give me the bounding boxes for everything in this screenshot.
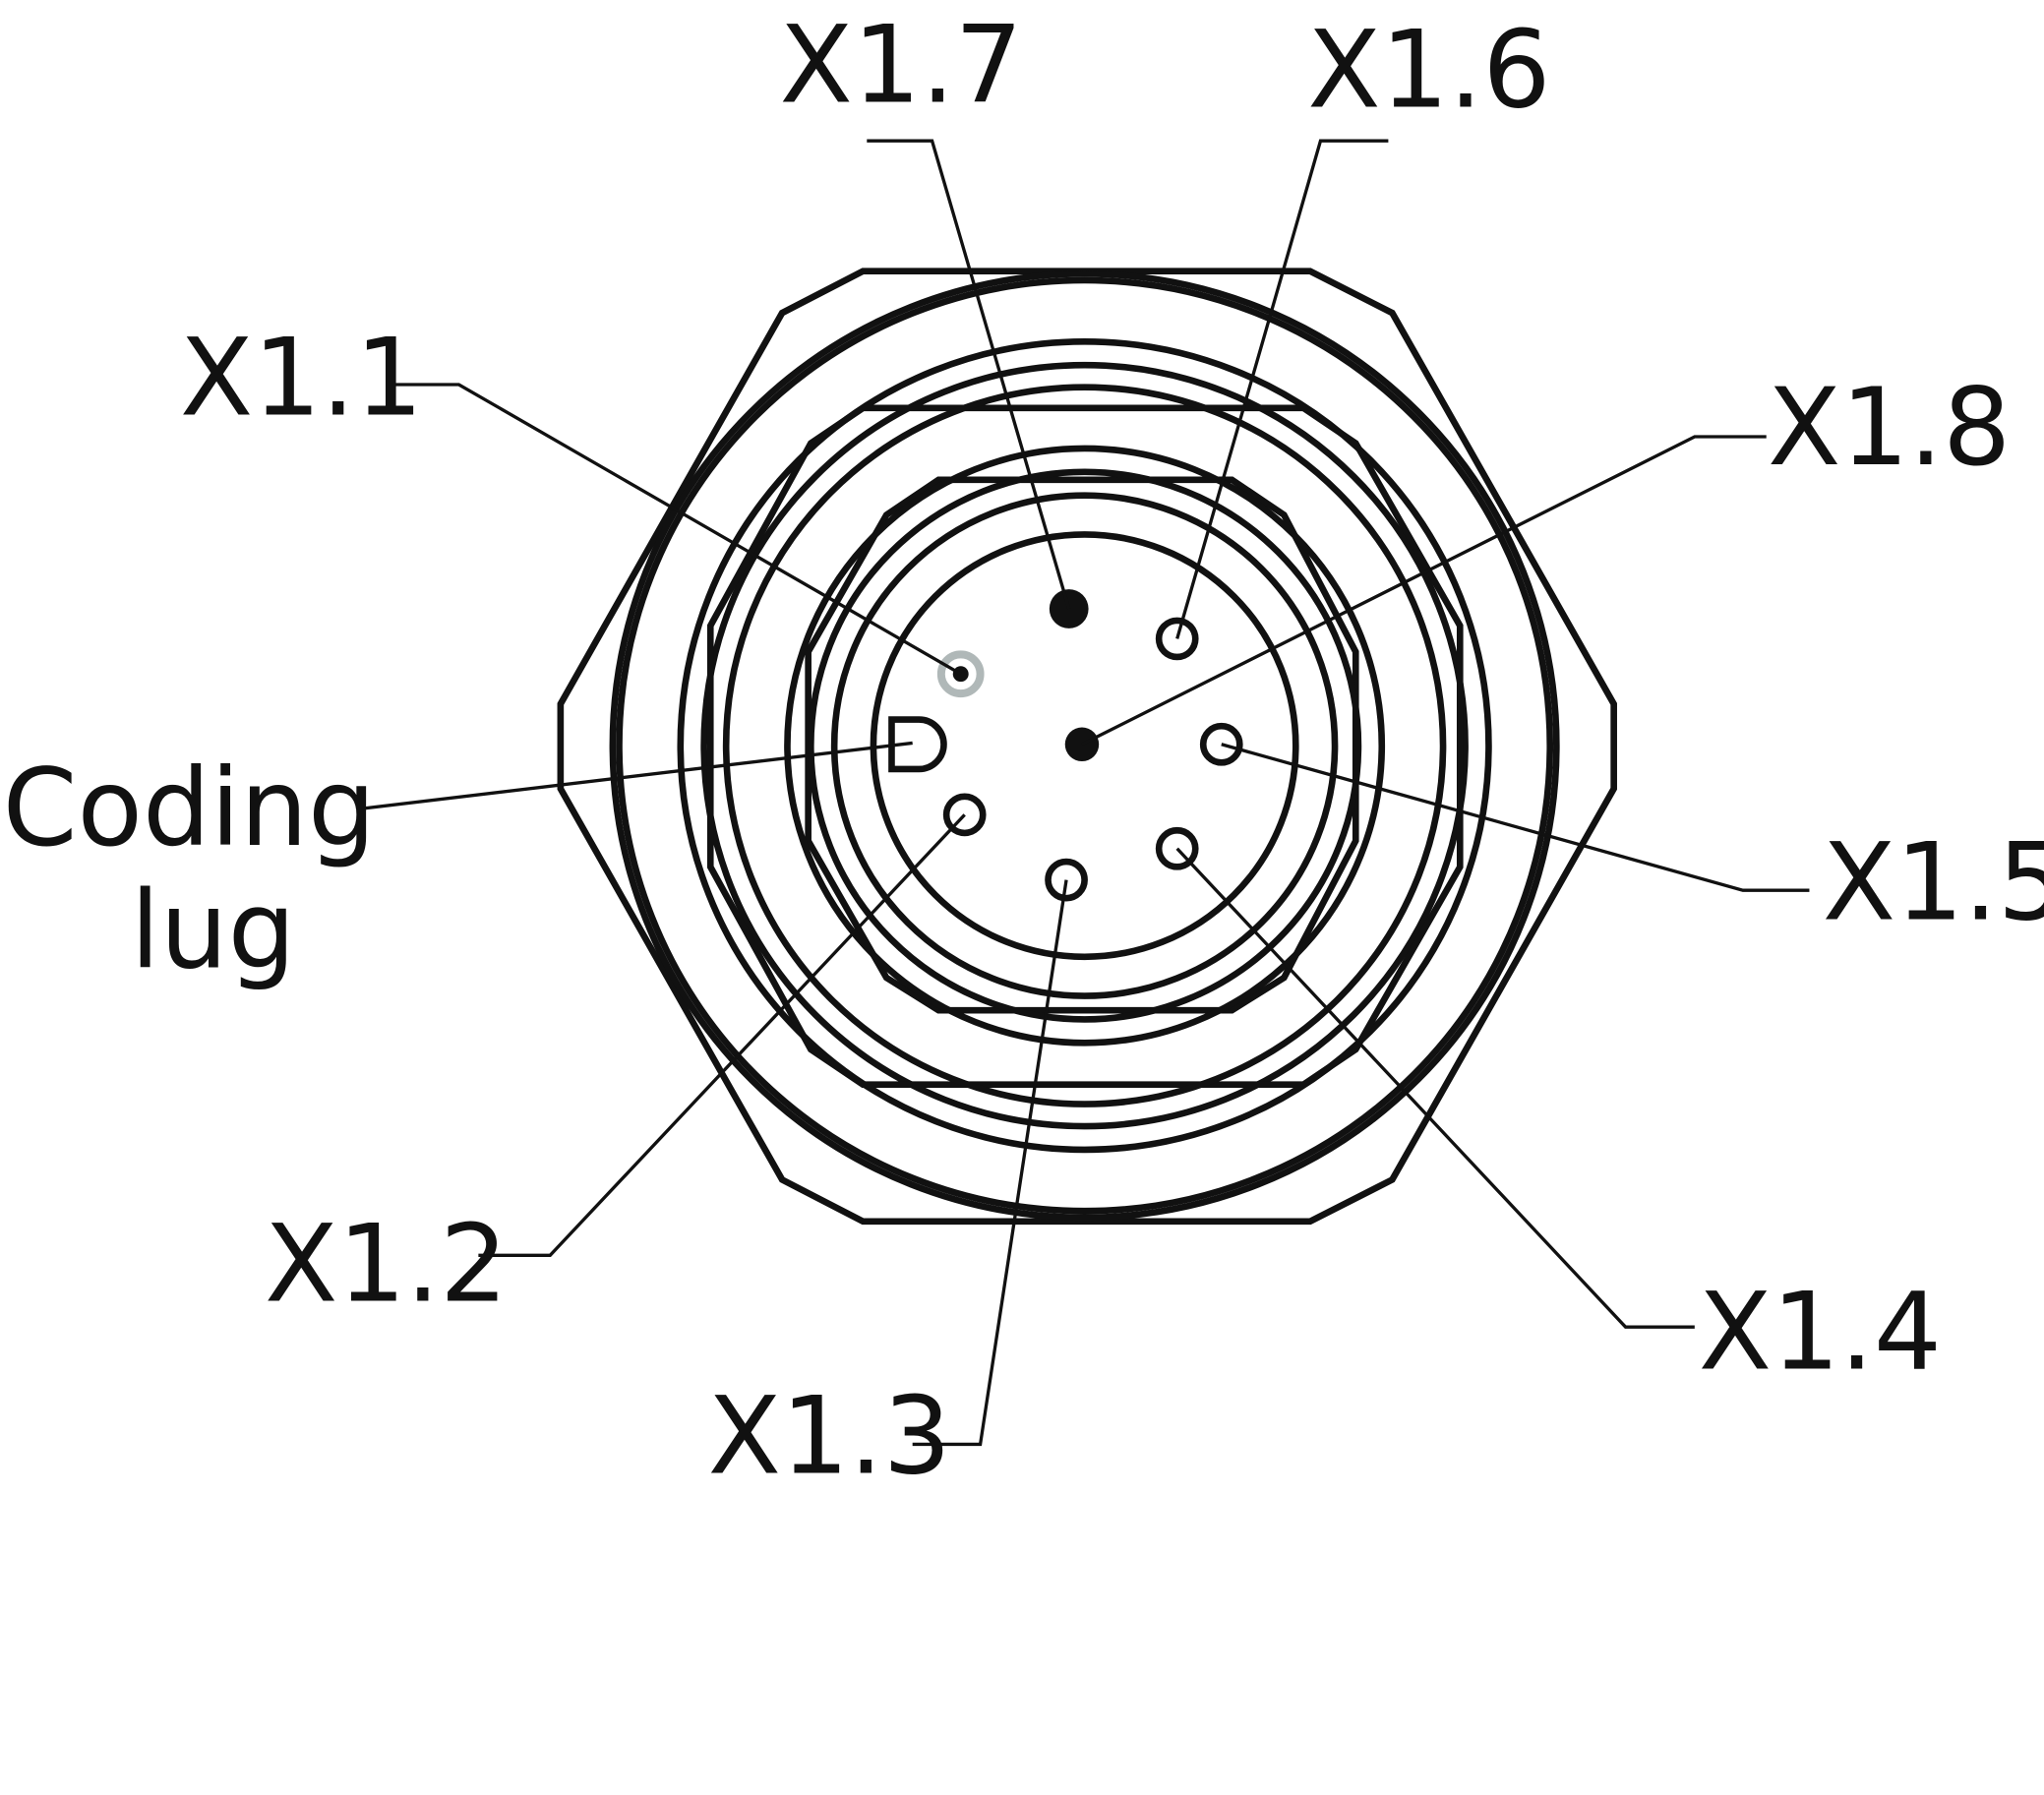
- insert-ring-3: [830, 492, 1339, 999]
- leader-coding-lug: [364, 741, 913, 810]
- label-x1-4: X1.4: [1699, 1270, 1942, 1395]
- label-x1-1: X1.1: [180, 315, 423, 440]
- label-coding-line1: Coding: [3, 746, 376, 870]
- coding-lug-shape: [888, 716, 947, 773]
- label-x1-6: X1.6: [1307, 8, 1550, 133]
- pin-4: [1155, 826, 1199, 870]
- label-coding-line2: lug: [131, 868, 296, 992]
- coupling-ring: [722, 384, 1447, 1107]
- leader-x1-5: [1221, 743, 1810, 892]
- insert-face: [870, 531, 1299, 961]
- labels: X1.7 X1.6 X1.1 X1.8 Coding lug X1.5 X1.2…: [3, 2, 2044, 1498]
- middle-ring-inner: [700, 361, 1469, 1130]
- outer-hex-nut: [557, 268, 1617, 1226]
- pins: [888, 589, 1243, 902]
- insert-ring-1: [784, 445, 1386, 1047]
- outer-thread-circle: [609, 270, 1560, 1222]
- label-x1-3: X1.3: [708, 1374, 951, 1499]
- leader-x1-4: [1175, 847, 1695, 1329]
- insert-ring-2: [807, 468, 1362, 1023]
- label-x1-7: X1.7: [780, 2, 1023, 127]
- label-x1-5: X1.5: [1823, 819, 2044, 944]
- leader-x1-2: [478, 813, 966, 1257]
- pin-6: [1155, 617, 1199, 661]
- leader-x1-8: [1081, 435, 1767, 747]
- outer-ring: [616, 276, 1554, 1215]
- pin-1: [936, 650, 985, 698]
- insert-flat: [805, 476, 1359, 1014]
- leader-x1-3: [912, 879, 1068, 1447]
- pin-3: [1045, 858, 1088, 902]
- leader-x1-7: [867, 139, 1071, 610]
- middle-ring: [677, 337, 1492, 1154]
- leader-x1-6: [1175, 139, 1389, 639]
- label-x1-8: X1.8: [1768, 365, 2011, 490]
- inner-flat: [706, 404, 1464, 1088]
- pin-5: [1199, 722, 1243, 766]
- label-x1-2: X1.2: [265, 1202, 508, 1327]
- pin-2: [942, 793, 987, 837]
- leader-lines: [364, 139, 1810, 1447]
- leader-x1-1: [387, 383, 962, 676]
- pin-8: [1064, 727, 1100, 762]
- connector-body: [557, 268, 1617, 1226]
- pin-7: [1049, 589, 1089, 628]
